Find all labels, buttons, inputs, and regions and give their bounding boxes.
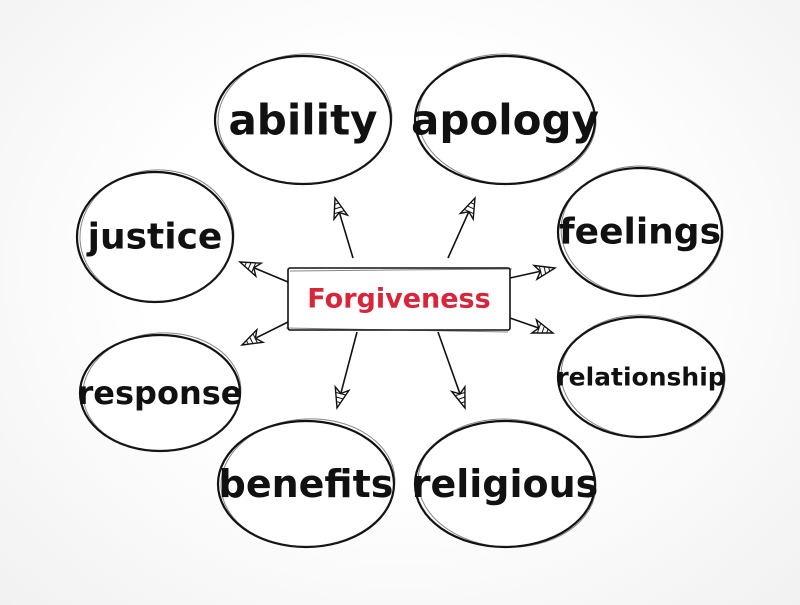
arrow-shaft [437,331,461,394]
node-benefits-label: benefits [219,462,394,506]
node-feelings-bubble-sketch [560,165,724,297]
arrow-head-hatch [249,337,254,344]
arrow-head-hatch [334,202,339,205]
node-apology-label: apology [411,96,599,145]
arrow-head-hatch [461,401,465,404]
node-apology-bubble-sketch [417,53,597,185]
arrow-shaft [255,321,289,339]
arrow-head-hatch [336,392,346,396]
arrow-head-hatch [336,396,343,400]
arrow-shaft [509,270,540,279]
arrow-to-religious [437,331,466,410]
arrow-head-hatch [336,401,341,404]
arrow-shaft [254,267,289,283]
node-feelings: feelings [556,165,724,298]
central-topic-label: Forgiveness [307,284,490,315]
nodes-layer: ability apology justice feelings response rel… [75,53,726,549]
arrow-head-hatch [543,266,547,274]
node-relationship: relationship [556,314,726,439]
arrow-head-hatch [251,263,256,273]
arrow-head-hatch [537,323,542,333]
arrow-head-hatch [539,266,543,276]
node-response-bubble-sketch [82,332,242,452]
node-justice-label: justice [86,217,223,258]
arrows-layer [238,195,558,411]
node-response: response [78,332,243,453]
node-ability-bubble-sketch [217,53,393,185]
node-religious-bubble-sketch [417,418,597,548]
arrow-head-hatch [252,333,258,343]
node-justice-bubble-sketch [79,169,235,303]
node-religious: religious [412,418,599,549]
arrow-to-apology [447,196,476,259]
arrow-head-hatch [246,340,249,345]
arrow-shaft [447,212,470,259]
arrow-to-relationship [509,317,556,334]
arrow-head-hatch [464,209,474,214]
arrow-head-hatch [467,205,474,210]
node-ability: ability [213,53,393,186]
arrow-head-hatch [334,210,344,214]
node-relationship-label: relationship [556,363,725,392]
arrow-head-hatch [458,396,465,400]
arrow-head-hatch [244,262,247,267]
node-benefits: benefits [216,418,396,549]
arrow-head-hatch [548,267,551,272]
node-feelings-label: feelings [559,212,721,253]
arrow-head-hatch [546,329,549,333]
arrow-shaft [509,317,539,329]
node-religious-label: religious [412,462,599,506]
node-response-label: response [78,374,243,412]
arrow-head-hatch [247,262,252,270]
arrow-shaft [338,213,354,259]
arrow-to-ability [333,195,354,259]
central-topic: Forgiveness [285,267,513,333]
node-ability-label: ability [228,96,377,145]
node-benefits-bubble-sketch [220,418,396,548]
arrow-head-hatch [455,392,465,397]
node-relationship-bubble-sketch [560,314,726,438]
arrow-head-hatch [334,206,342,210]
arrow-to-benefits [334,331,358,411]
arrow-head-hatch [470,202,475,205]
arrow-to-response [240,321,289,346]
arrow-to-justice [238,261,289,283]
node-justice: justice [75,169,235,304]
node-apology: apology [411,53,599,186]
arrow-head-hatch [541,326,545,333]
central-topic-box-sketch [285,268,513,333]
arrow-to-feelings [509,264,558,281]
arrow-shaft [340,331,358,393]
